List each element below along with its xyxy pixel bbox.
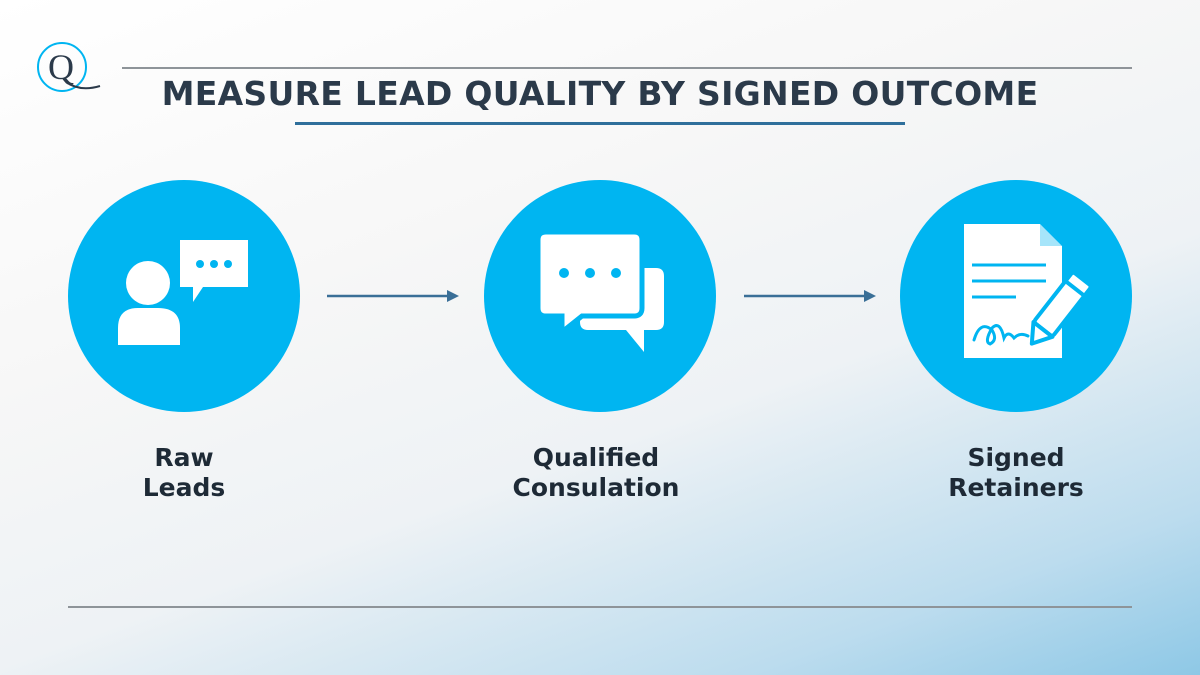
step-signed-retainers-circle [900, 180, 1132, 412]
signed-document-icon [964, 224, 1093, 358]
bottom-divider [68, 606, 1132, 608]
step-label-line2: Consulation [512, 473, 680, 502]
q-logo-icon: Q [37, 42, 101, 92]
page-title: MEASURE LEAD QUALITY BY SIGNED OUTCOME [161, 74, 1039, 113]
person-speech-bubble-icon [118, 240, 248, 345]
top-divider [122, 67, 1132, 69]
step-label-line1: Signed [967, 443, 1065, 472]
step-label-line2: Retainers [948, 473, 1084, 502]
step-raw-leads-label: Raw Leads [34, 443, 334, 503]
step-signed-retainers-label: Signed Retainers [866, 443, 1166, 503]
step-label-line1: Qualified [532, 443, 660, 472]
step-label-line2: Leads [142, 473, 226, 502]
step-qualified-consultation-circle [484, 180, 716, 412]
arrow-right-icon [744, 290, 876, 302]
chat-bubbles-icon [535, 229, 664, 352]
svg-text:Q: Q [48, 47, 74, 87]
step-qualified-consultation-label: Qualified Consulation [446, 443, 746, 503]
step-label-line1: Raw [154, 443, 214, 472]
step-raw-leads-circle [68, 180, 300, 412]
arrow-right-icon [327, 290, 459, 302]
title-underline [295, 122, 905, 125]
